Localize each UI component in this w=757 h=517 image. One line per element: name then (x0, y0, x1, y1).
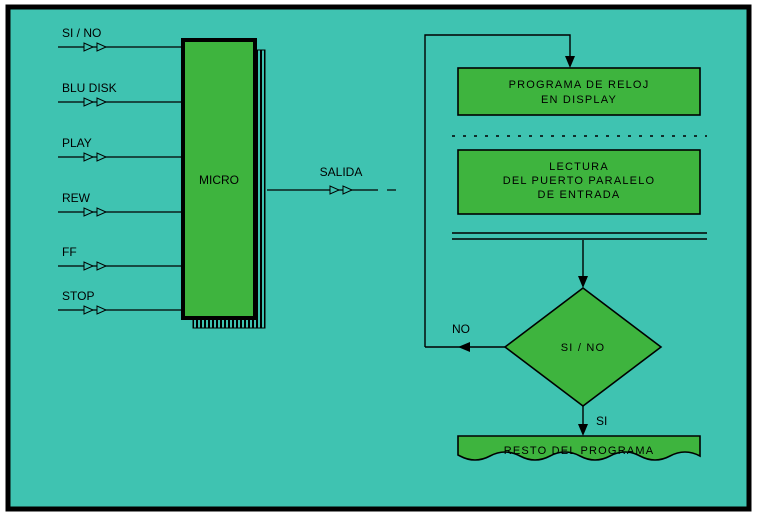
input-group-rew: REW (58, 191, 183, 217)
flow-box-text: PROGRAMA DE RELOJ (509, 79, 650, 91)
signal-arrow-icon (83, 42, 95, 52)
flow-box-clock-display: PROGRAMA DE RELOJ EN DISPLAY (457, 67, 701, 116)
flow-box-text: DEL PUERTO PARALELO (503, 175, 656, 187)
signal-arrow-icon (83, 261, 95, 271)
signal-arrow-icon (342, 185, 354, 195)
signal-arrow-icon (96, 152, 108, 162)
signal-arrow-icon (96, 42, 108, 52)
input-group-si-no: SI / NO (58, 26, 183, 52)
micro-chip (181, 38, 257, 320)
signal-arrow-icon (96, 97, 108, 107)
input-label: PLAY (62, 136, 92, 150)
input-group-ff: FF (58, 245, 183, 271)
signal-arrow-icon (83, 207, 95, 217)
input-label: BLU DISK (62, 81, 117, 95)
output-label: SALIDA (320, 165, 363, 179)
signal-arrow-icon (96, 207, 108, 217)
decision-label: SI / NO (561, 342, 605, 354)
signal-arrow-icon (83, 97, 95, 107)
arrowhead-down-icon (578, 424, 588, 436)
signal-arrow-icon (83, 305, 95, 315)
flow-box-text: DE ENTRADA (538, 189, 621, 201)
input-group-blu-disk: BLU DISK (58, 81, 183, 107)
flow-box-shape (457, 435, 701, 461)
arrowhead-left-icon (458, 342, 470, 352)
signal-arrow-icon (96, 305, 108, 315)
input-group-play: PLAY (58, 136, 183, 162)
output-group-salida: SALIDA (267, 165, 396, 195)
input-label: STOP (62, 289, 94, 303)
arrowhead-down-icon (578, 276, 588, 288)
arrowhead-down-icon (565, 56, 575, 68)
flow-box-text: RESTO DEL PROGRAMA (504, 445, 655, 457)
input-label: REW (62, 191, 91, 205)
no-label: NO (452, 322, 470, 336)
loop-line (424, 34, 571, 347)
input-group-stop: STOP (58, 289, 183, 315)
signal-arrow-icon (96, 261, 108, 271)
flow-box-rect (457, 67, 701, 116)
flow-box-rest: RESTO DEL PROGRAMA (457, 435, 701, 461)
input-label: FF (62, 245, 77, 259)
micro-label: MICRO (199, 173, 239, 187)
flow-box-text: EN DISPLAY (541, 94, 617, 106)
input-label: SI / NO (62, 26, 101, 40)
flow-box-text: LECTURA (549, 161, 609, 173)
flow-box-rect (457, 149, 701, 215)
signal-arrow-icon (83, 152, 95, 162)
si-label: SI (596, 414, 607, 428)
flow-box-read-port: LECTURA DEL PUERTO PARALELO DE ENTRADA (457, 149, 701, 215)
signal-arrow-icon (329, 185, 341, 195)
